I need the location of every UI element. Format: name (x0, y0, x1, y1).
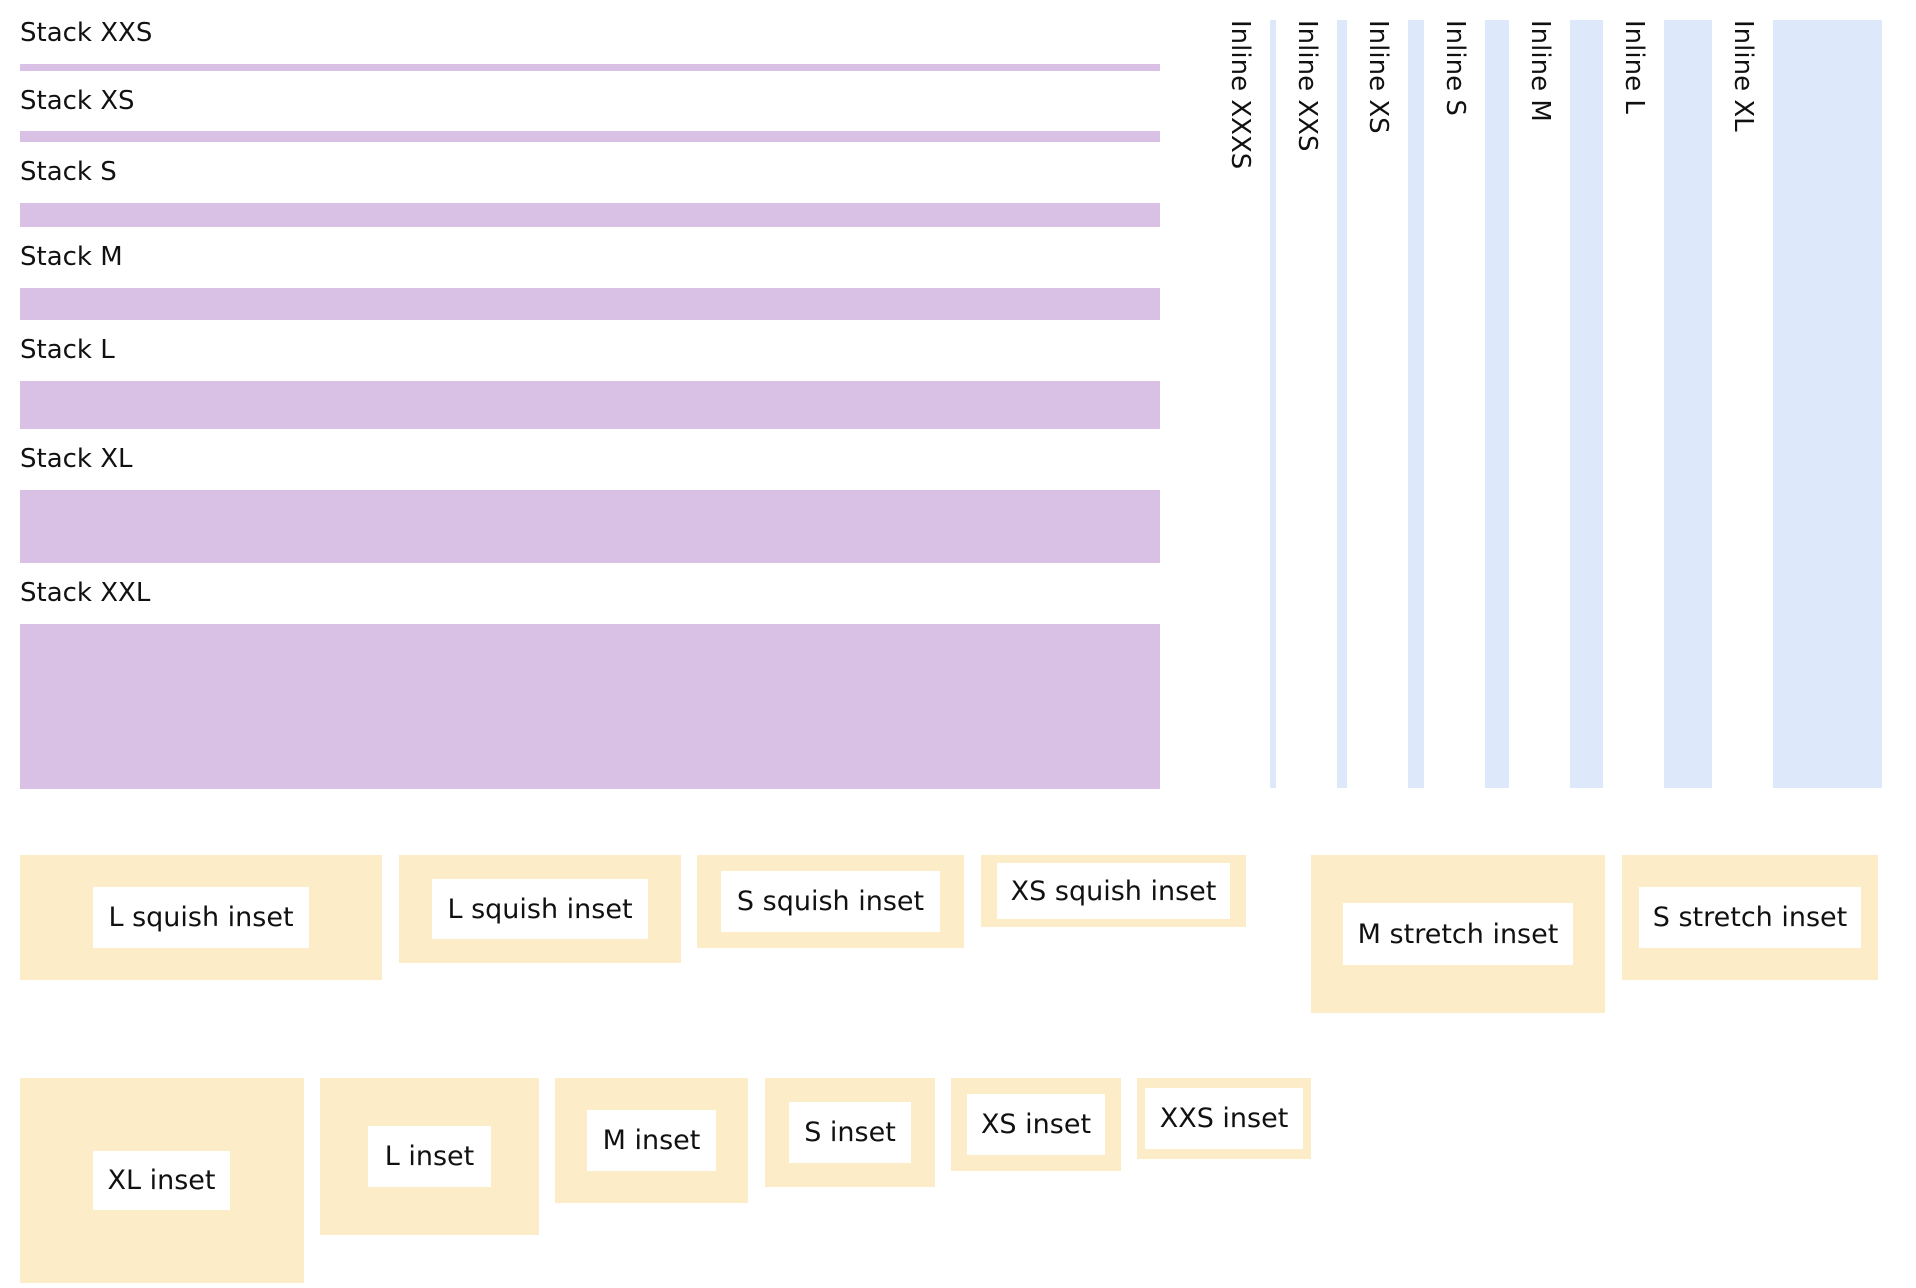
l-inset-label: L inset (368, 1126, 491, 1187)
m-inset-box: M inset (555, 1078, 748, 1203)
xs-squish-inset-label: XS squish inset (997, 863, 1230, 919)
stack-xl-label: Stack XL (20, 444, 133, 474)
s-inset-box: S inset (765, 1078, 935, 1187)
stack-xs-bar (20, 131, 1160, 142)
inline-m-bar (1570, 20, 1603, 788)
stack-s-bar (20, 203, 1160, 227)
l-inset-box: L inset (320, 1078, 539, 1235)
stack-l-label: Stack L (20, 335, 115, 365)
inline-xxs-label: Inline XXS (1292, 20, 1322, 152)
inline-s-bar (1485, 20, 1509, 788)
inline-xxxs-bar (1270, 20, 1276, 788)
s-inset-label: S inset (789, 1102, 911, 1163)
stack-xxs-bar (20, 64, 1160, 71)
inline-xl-label: Inline XL (1728, 20, 1758, 132)
stack-l-bar (20, 381, 1160, 429)
xl-inset-box: XL inset (20, 1078, 304, 1283)
l-squish-inset-box-2: L squish inset (399, 855, 681, 963)
m-stretch-inset-label: M stretch inset (1343, 903, 1573, 965)
xxs-inset-box: XXS inset (1137, 1078, 1311, 1159)
xl-inset-label: XL inset (93, 1151, 230, 1210)
inline-l-bar (1664, 20, 1712, 788)
xs-inset-box: XS inset (951, 1078, 1121, 1171)
inline-xs-bar (1408, 20, 1424, 788)
xxs-inset-label: XXS inset (1145, 1088, 1303, 1149)
inline-xxxs-label: Inline XXXS (1225, 20, 1255, 170)
inline-xs-label: Inline XS (1363, 20, 1393, 134)
inline-m-label: Inline M (1525, 20, 1555, 122)
stack-xxl-bar (20, 624, 1160, 789)
s-squish-inset-box: S squish inset (697, 855, 964, 948)
inline-s-label: Inline S (1440, 20, 1470, 116)
stack-xs-label: Stack XS (20, 86, 135, 116)
stack-xxl-label: Stack XXL (20, 578, 151, 608)
stack-s-label: Stack S (20, 157, 117, 187)
m-inset-label: M inset (587, 1110, 716, 1171)
s-stretch-inset-label: S stretch inset (1639, 887, 1861, 948)
stack-m-label: Stack M (20, 242, 123, 272)
stack-xl-bar (20, 490, 1160, 563)
inline-l-label: Inline L (1619, 20, 1649, 114)
l-squish-inset-label-2: L squish inset (432, 879, 648, 939)
s-squish-inset-label: S squish inset (721, 871, 940, 932)
inline-xxs-bar (1337, 20, 1347, 788)
l-squish-inset-box: L squish inset (20, 855, 382, 980)
s-stretch-inset-box: S stretch inset (1622, 855, 1878, 980)
l-squish-inset-label: L squish inset (93, 887, 309, 948)
stack-xxs-label: Stack XXS (20, 18, 153, 48)
xs-inset-label: XS inset (967, 1094, 1105, 1155)
inline-xl-bar (1773, 20, 1882, 788)
m-stretch-inset-box: M stretch inset (1311, 855, 1605, 1013)
xs-squish-inset-box: XS squish inset (981, 855, 1246, 927)
stack-m-bar (20, 288, 1160, 320)
